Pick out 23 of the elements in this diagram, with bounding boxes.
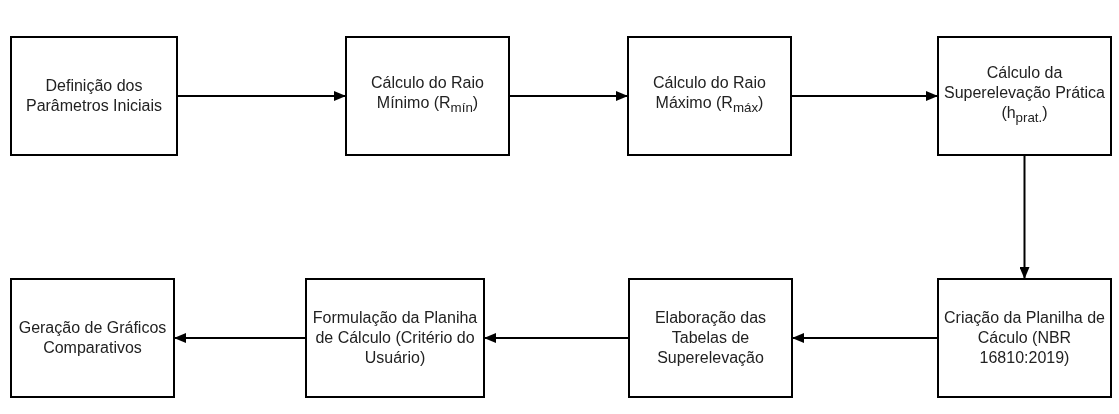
process-box [10, 36, 178, 156]
process-box [937, 278, 1112, 398]
arrow [177, 91, 346, 101]
arrow [792, 333, 938, 343]
step-label: Definição dos Parâmetros Iniciais [24, 76, 163, 116]
arrow [484, 333, 629, 343]
arrow [791, 91, 938, 101]
process-box [10, 278, 175, 398]
step-label: Cálculo da Superelevação Prática (h$_{prat.}$) [943, 63, 1106, 128]
step-label: Formulação da Planiha de Cálculo (Critério do Usuário) [311, 308, 479, 368]
step-label: Elaboração das Tabelas de Superelevação [653, 308, 768, 368]
step-label: Cálculo do Raio Mínimo (R$_{mín}$) [370, 73, 485, 118]
step-label: Geração de Gráficos Comparativos [17, 318, 168, 358]
step-label: Criação da Planilha de Cáculo (NBR 16810:2019) [943, 308, 1106, 368]
process-box [628, 278, 793, 398]
process-box [937, 36, 1112, 156]
arrow [509, 91, 628, 101]
arrow [174, 333, 306, 343]
step-label: Cálculo do Raio Máximo (R$_{máx}$) [652, 73, 767, 118]
process-box [345, 36, 510, 156]
process-box [627, 36, 792, 156]
arrow [1019, 155, 1030, 279]
process-box [305, 278, 485, 398]
